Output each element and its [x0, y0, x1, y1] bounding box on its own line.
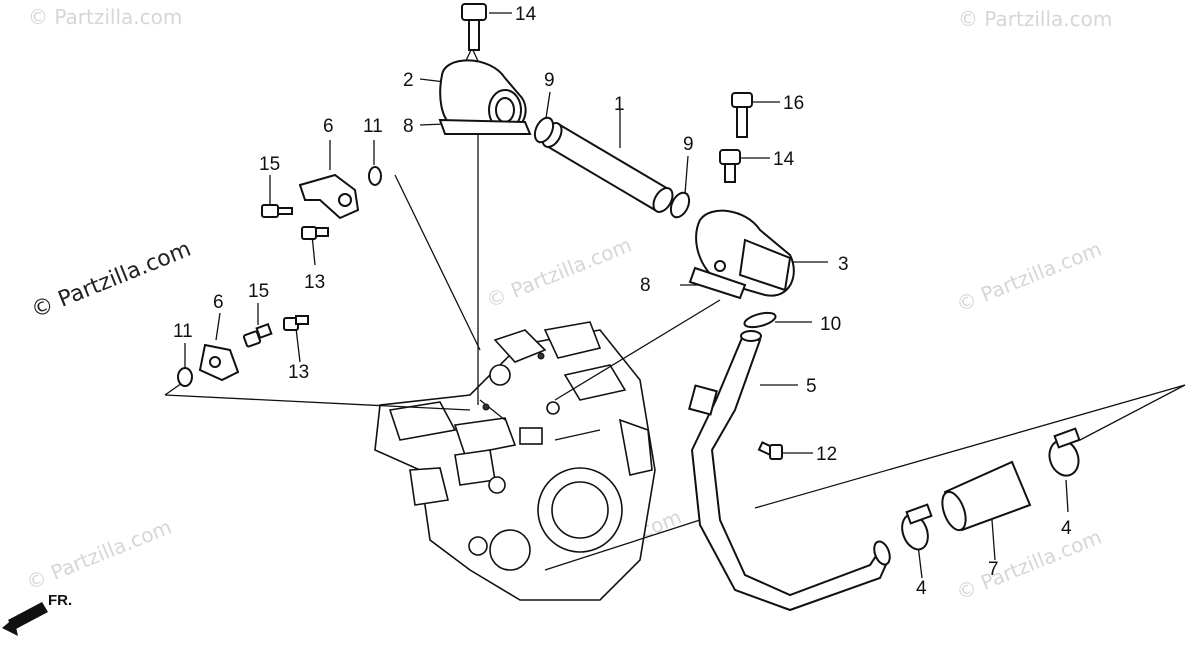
watermark-right: © Partzilla.com — [953, 237, 1105, 317]
callout-3: 3 — [838, 254, 849, 275]
watermark-bottom-left: © Partzilla.com — [23, 515, 175, 595]
joint-6-upper — [298, 173, 360, 220]
thermostat-cover-2 — [439, 59, 527, 134]
callout-15-upper: 15 — [259, 154, 280, 175]
callout-12: 12 — [816, 444, 837, 465]
callout-13-upper: 13 — [304, 272, 325, 293]
bolt-16 — [731, 92, 753, 138]
callout-15-lower: 15 — [248, 281, 269, 302]
callout-13-lower: 13 — [288, 362, 309, 383]
o-ring-9-left — [533, 116, 555, 144]
callout-8-right: 8 — [640, 275, 651, 296]
water-pipe-5 — [688, 330, 891, 612]
watermark-top-right: © Partzilla.com — [958, 7, 1112, 31]
leader-lines — [164, 12, 1186, 579]
callout-4-right: 4 — [1061, 518, 1072, 539]
bolt-13-upper — [301, 226, 329, 240]
watermark-center: © Partzilla.com — [483, 233, 635, 313]
callout-14-top: 14 — [515, 4, 537, 25]
joint-6-lower — [198, 343, 240, 382]
callout-10: 10 — [820, 314, 841, 335]
hose-1 — [541, 122, 674, 213]
front-label: FR. — [48, 592, 72, 609]
callout-8-top: 8 — [403, 116, 414, 137]
front-arrow-icon — [8, 602, 48, 630]
washer-11-upper — [368, 166, 382, 186]
engine-assembly — [374, 321, 656, 601]
o-ring-10 — [743, 311, 777, 329]
water-outlet-3 — [695, 209, 795, 297]
bolt-15-lower — [242, 322, 273, 348]
callout-6-upper: 6 — [323, 116, 334, 137]
bolt-14-right — [719, 149, 741, 183]
callout-2: 2 — [403, 70, 414, 91]
watermark-top-left: © Partzilla.com — [28, 5, 182, 29]
watermark-bottom-right: © Partzilla.com — [953, 525, 1105, 605]
gasket-8-right — [688, 266, 747, 300]
bolt-14-top — [461, 3, 487, 51]
gasket-8-top — [438, 118, 532, 135]
hose-7 — [941, 460, 1032, 532]
bolt-12 — [757, 441, 783, 460]
callout-9-left: 9 — [544, 70, 555, 91]
callout-1: 1 — [614, 94, 625, 115]
callout-labels: 14 2 8 9 1 9 16 14 3 8 10 5 12 6 11 15 1… — [173, 4, 1072, 599]
bolt-13-lower — [283, 315, 309, 331]
bolt-15-upper — [261, 204, 293, 218]
washer-11-lower — [177, 367, 193, 387]
o-ring-9-right — [669, 191, 691, 219]
copyright-watermark: © Partzilla.com — [28, 237, 195, 324]
callout-4-left: 4 — [916, 578, 927, 599]
callout-14-right: 14 — [773, 149, 795, 170]
callout-9-right: 9 — [683, 134, 694, 155]
callout-5: 5 — [806, 376, 817, 397]
callout-7: 7 — [988, 559, 999, 580]
front-direction-indicator: FR. — [2, 592, 72, 636]
callout-11-upper: 11 — [363, 116, 383, 137]
callout-16: 16 — [783, 93, 804, 114]
callout-11-lower: 11 — [173, 321, 193, 342]
callout-6-lower: 6 — [213, 292, 224, 313]
hose-clamp-4-right — [1048, 427, 1081, 477]
hose-clamp-4-left — [901, 503, 933, 551]
